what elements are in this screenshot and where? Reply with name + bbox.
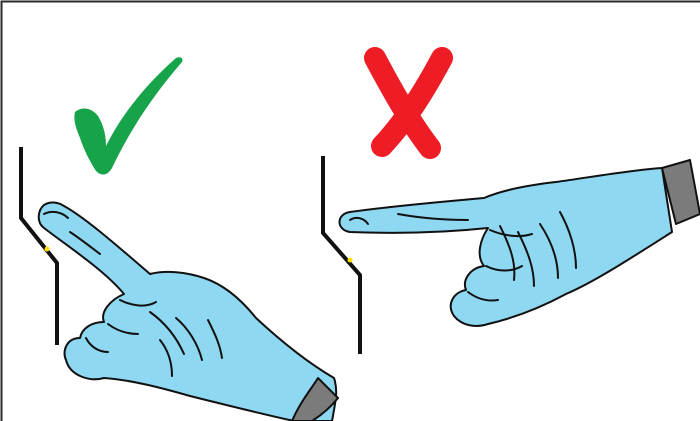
check-mark-icon [74, 57, 183, 175]
incorrect-example [321, 47, 700, 354]
glove-cuff [661, 159, 700, 225]
glove-cuff [291, 377, 339, 421]
touch-panel [19, 147, 59, 345]
gloved-hand-correct [37, 201, 339, 421]
sensor-dot [347, 257, 353, 263]
x-mark-icon [364, 47, 453, 159]
gloved-hand-incorrect [338, 159, 700, 327]
touch-panel [321, 156, 362, 354]
sensor-dot [44, 246, 50, 252]
correct-example [19, 57, 339, 421]
